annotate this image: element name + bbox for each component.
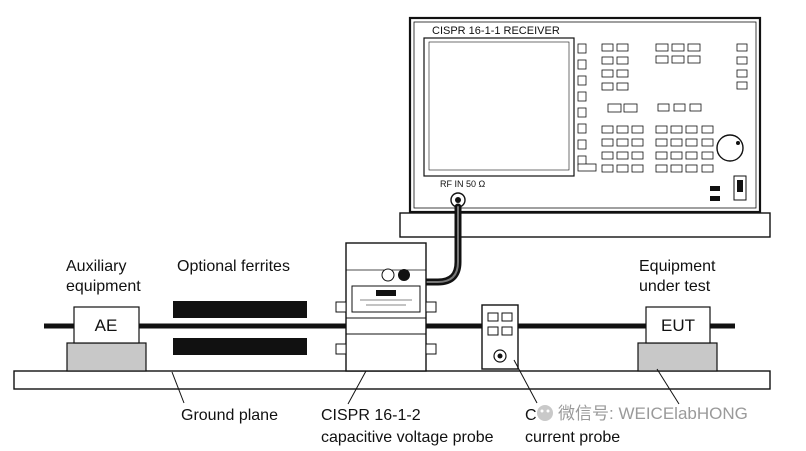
function-key xyxy=(616,43,629,52)
function-key xyxy=(631,125,644,134)
function-key xyxy=(657,103,670,112)
function-key xyxy=(601,43,614,52)
numeric-key xyxy=(655,125,668,134)
capacitive-voltage-probe xyxy=(335,242,437,372)
softkey xyxy=(577,91,587,102)
current-probe-leader xyxy=(513,359,538,404)
softkey xyxy=(577,139,587,150)
receiver-title: CISPR 16-1-1 RECEIVER xyxy=(432,25,560,37)
numeric-key xyxy=(655,138,668,147)
receiver: CISPR 16-1-1 RECEIVER RF IN 50 Ω xyxy=(399,16,771,238)
function-key xyxy=(601,69,614,78)
eut-leader xyxy=(656,368,680,405)
ground-plane-leader xyxy=(171,371,185,404)
function-key xyxy=(601,125,614,134)
function-key xyxy=(616,82,629,91)
function-key xyxy=(671,43,685,52)
numeric-key xyxy=(685,164,698,173)
unit-key xyxy=(701,138,714,147)
watermark-text: 微信号: WEICElabHONG xyxy=(558,404,748,423)
numeric-key xyxy=(670,164,683,173)
receiver-screen xyxy=(423,37,575,177)
function-key xyxy=(673,103,686,112)
receiver-softkeys xyxy=(577,43,587,166)
function-key xyxy=(631,164,644,173)
function-key xyxy=(616,138,629,147)
function-key xyxy=(601,151,614,160)
function-key xyxy=(577,163,597,172)
function-key xyxy=(616,69,629,78)
unit-key xyxy=(701,125,714,134)
tuning-knob-icon xyxy=(716,134,744,162)
ferrite-lower xyxy=(173,338,307,355)
receiver-table xyxy=(399,212,771,238)
function-key xyxy=(631,151,644,160)
function-key xyxy=(631,138,644,147)
ae-box xyxy=(73,306,140,344)
function-key xyxy=(687,43,701,52)
function-key xyxy=(736,81,748,90)
eut-box xyxy=(645,306,711,344)
ground-plane-label: Ground plane xyxy=(181,407,278,424)
current-probe-label: C current probe xyxy=(525,407,620,446)
ferrite-upper xyxy=(173,301,307,318)
auxiliary-equipment-label: Auxiliary equipment xyxy=(66,258,141,295)
function-key xyxy=(616,56,629,65)
numeric-key xyxy=(685,151,698,160)
numeric-key xyxy=(670,151,683,160)
function-key xyxy=(616,125,629,134)
rf-input-label: RF IN 50 Ω xyxy=(440,179,486,189)
equipment-under-test-label: Equipment under test xyxy=(639,258,720,295)
watermark: 微信号: WEICElabHONG xyxy=(537,404,748,423)
function-key xyxy=(607,103,622,113)
function-key xyxy=(655,43,669,52)
function-key xyxy=(616,151,629,160)
function-key xyxy=(736,43,748,52)
function-key xyxy=(601,56,614,65)
numeric-key xyxy=(655,151,668,160)
current-probe xyxy=(481,304,519,370)
function-key xyxy=(616,164,629,173)
function-key xyxy=(736,69,748,78)
softkey xyxy=(577,43,587,54)
function-key xyxy=(736,56,748,65)
function-key xyxy=(601,82,614,91)
softkey xyxy=(577,107,587,118)
numeric-key xyxy=(685,138,698,147)
function-key xyxy=(655,55,669,64)
eut-support-block xyxy=(637,342,718,372)
unit-key xyxy=(701,151,714,160)
ae-support-block xyxy=(66,342,147,372)
receiver-keypad xyxy=(577,43,748,173)
function-key xyxy=(601,164,614,173)
function-key xyxy=(623,103,638,113)
ground-plane xyxy=(13,370,771,390)
voltage-probe-label: CISPR 16-1-2 capacitive voltage probe xyxy=(321,407,494,446)
function-key xyxy=(687,55,701,64)
numeric-key xyxy=(670,125,683,134)
softkey xyxy=(577,59,587,70)
numeric-key xyxy=(670,138,683,147)
numeric-key xyxy=(655,164,668,173)
numeric-key xyxy=(685,125,698,134)
voltage-probe-leader xyxy=(347,370,367,405)
softkey xyxy=(577,123,587,134)
function-key xyxy=(689,103,702,112)
ae-label: AE xyxy=(95,316,118,335)
optional-ferrites-label: Optional ferrites xyxy=(177,258,290,275)
eut-label: EUT xyxy=(661,316,695,335)
function-key xyxy=(671,55,685,64)
wechat-icon xyxy=(537,405,553,421)
unit-key xyxy=(701,164,714,173)
softkey xyxy=(577,75,587,86)
function-key xyxy=(601,138,614,147)
